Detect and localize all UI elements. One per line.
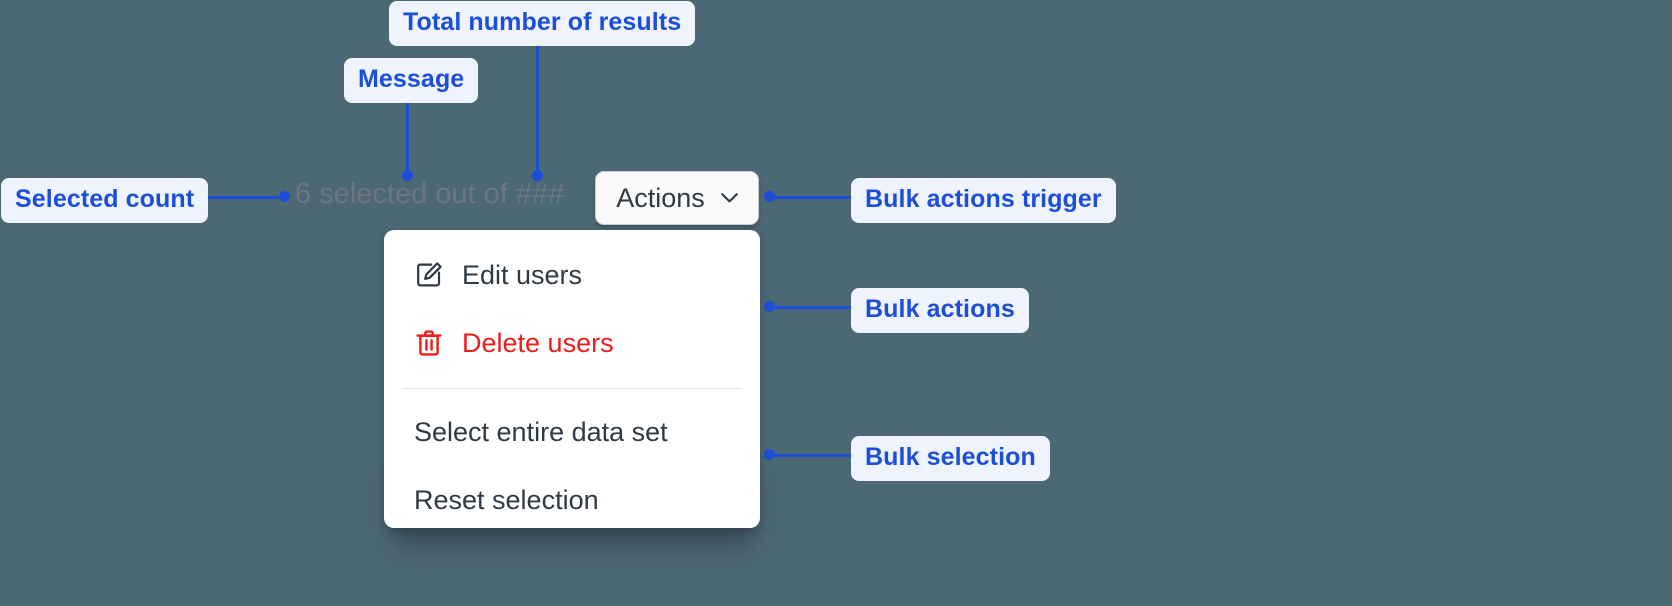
selected-count-value: 6 <box>295 178 312 210</box>
annotation-selected-count: Selected count <box>1 178 209 223</box>
trash-icon <box>414 328 444 358</box>
annotation-bulk-actions: Bulk actions <box>851 288 1029 333</box>
connector-line-selected-count <box>200 196 286 199</box>
connector-dot-bulk-selection <box>764 449 775 460</box>
edit-pencil-square-icon <box>414 260 444 290</box>
selection-status-message: 6 selected out of ### <box>295 180 564 209</box>
connector-dot-message <box>402 170 413 181</box>
menu-item-reset-selection-label: Reset selection <box>414 484 599 515</box>
menu-item-reset-selection[interactable]: Reset selection <box>384 466 760 528</box>
connector-dot-bulk-actions-trigger <box>764 191 775 202</box>
bulk-actions-menu: Edit users Delete users Select <box>384 230 760 528</box>
menu-divider <box>402 388 742 389</box>
menu-item-delete-users[interactable]: Delete users <box>384 309 760 377</box>
connector-dot-selected-count <box>279 191 290 202</box>
annotation-bulk-actions-trigger: Bulk actions trigger <box>851 178 1116 223</box>
bulk-actions-trigger-label: Actions <box>616 182 705 213</box>
connector-dot-bulk-actions <box>764 301 775 312</box>
bulk-actions-trigger-button[interactable]: Actions <box>595 171 759 225</box>
menu-item-delete-users-label: Delete users <box>462 327 614 358</box>
connector-line-bulk-actions <box>770 306 855 309</box>
connector-line-bulk-actions-trigger <box>770 196 855 199</box>
menu-item-edit-users[interactable]: Edit users <box>384 241 760 309</box>
annotation-message: Message <box>344 58 479 103</box>
menu-item-select-entire-data-set[interactable]: Select entire data set <box>384 398 760 466</box>
menu-item-select-entire-data-set-label: Select entire data set <box>414 416 668 447</box>
annotation-bulk-selection: Bulk selection <box>851 436 1050 481</box>
annotation-total-number-of-results: Total number of results <box>389 1 696 46</box>
menu-item-edit-users-label: Edit users <box>462 259 583 290</box>
connector-line-total-results <box>536 41 539 175</box>
connector-dot-total-results <box>532 170 543 181</box>
bulk-actions-group: Edit users Delete users <box>384 230 760 377</box>
connector-line-message <box>406 93 409 175</box>
bulk-selection-group: Select entire data set Reset selection <box>384 398 760 528</box>
connector-line-bulk-selection <box>770 454 855 457</box>
chevron-down-icon <box>720 193 738 203</box>
total-results-value: ### <box>515 178 565 210</box>
selection-message-text: selected out of <box>311 178 516 210</box>
